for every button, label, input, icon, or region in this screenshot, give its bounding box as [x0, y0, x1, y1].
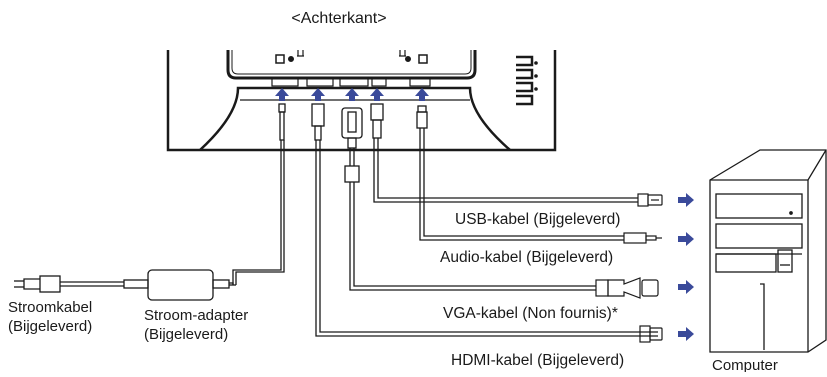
usb-arrow: [678, 193, 694, 207]
hdmi-cable-label: HDMI-kabel (Bijgeleverd): [451, 352, 624, 369]
monitor-side-buttons: [516, 55, 538, 106]
port-arrow-usb: [370, 88, 384, 101]
computer-arrows: [678, 193, 694, 341]
power-cord-label-line1: Stroomkabel: [8, 299, 92, 316]
port-arrow-audio: [415, 88, 429, 101]
computer-label: Computer: [712, 357, 778, 372]
cable-end-connectors: [595, 193, 663, 343]
power-adapter: [123, 269, 236, 301]
port-arrows: [275, 88, 429, 101]
port-arrow-vga: [345, 88, 359, 101]
port-arrow-hdmi: [311, 88, 325, 101]
usb-cable-label: USB-kabel (Bijgeleverd): [455, 211, 620, 228]
port-arrow-power: [275, 88, 289, 101]
computer-tower: [709, 149, 827, 353]
power-adapter-label-line1: Stroom-adapter: [144, 307, 248, 324]
power-cord: [14, 275, 124, 293]
audio-arrow: [678, 232, 694, 246]
vga-arrow: [678, 280, 694, 294]
power-adapter-label-line2: (Bijgeleverd): [144, 326, 228, 343]
hdmi-arrow: [678, 327, 694, 341]
power-cord-label-line2: (Bijgeleverd): [8, 318, 92, 335]
cables: [232, 103, 658, 337]
diagram-title: <Achterkant>: [291, 10, 386, 27]
audio-cable-label: Audio-kabel (Bijgeleverd): [440, 249, 613, 266]
vga-cable-label: VGA-kabel (Non fournis)*: [443, 305, 618, 322]
